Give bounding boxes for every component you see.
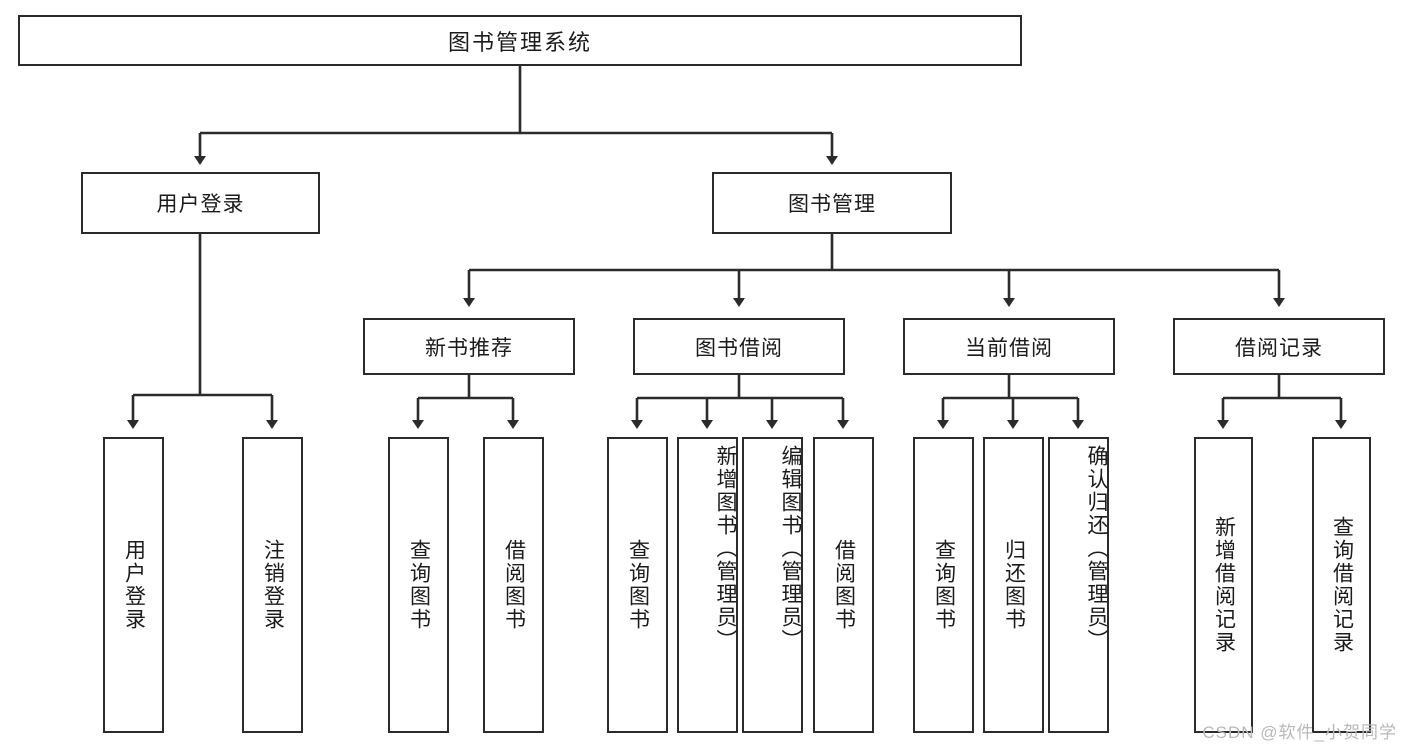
node-leaf-logout[interactable]: 注销登录 (242, 437, 303, 733)
node-leaf-query-book-current[interactable]: 查询图书 (913, 437, 974, 733)
node-root[interactable]: 图书管理系统 (18, 15, 1022, 66)
node-leaf-borrow-book[interactable]: 借阅图书 (813, 437, 874, 733)
node-leaf-query-book[interactable]: 查询图书 (607, 437, 668, 733)
node-leaf-borrow-book-recommend[interactable]: 借阅图书 (483, 437, 544, 733)
node-leaf-confirm-return-admin[interactable]: 确认归还（管理员） (1048, 437, 1109, 733)
node-level1-book-management[interactable]: 图书管理 (712, 172, 952, 234)
node-level2-new-book-recommend[interactable]: 新书推荐 (363, 318, 575, 375)
node-leaf-return-book[interactable]: 归还图书 (983, 437, 1044, 733)
node-leaf-edit-book-admin[interactable]: 编辑图书（管理员） (742, 437, 803, 733)
node-level2-borrow-record[interactable]: 借阅记录 (1173, 318, 1385, 375)
node-level2-current-borrow[interactable]: 当前借阅 (903, 318, 1115, 375)
node-level2-book-borrow[interactable]: 图书借阅 (633, 318, 845, 375)
node-leaf-query-borrow-record[interactable]: 查询借阅记录 (1312, 437, 1371, 733)
node-leaf-user-login[interactable]: 用户登录 (103, 437, 164, 733)
node-leaf-query-book-recommend[interactable]: 查询图书 (388, 437, 449, 733)
node-leaf-add-book-admin[interactable]: 新增图书（管理员） (677, 437, 738, 733)
node-level1-user-login[interactable]: 用户登录 (81, 172, 320, 234)
node-leaf-add-borrow-record[interactable]: 新增借阅记录 (1194, 437, 1253, 733)
